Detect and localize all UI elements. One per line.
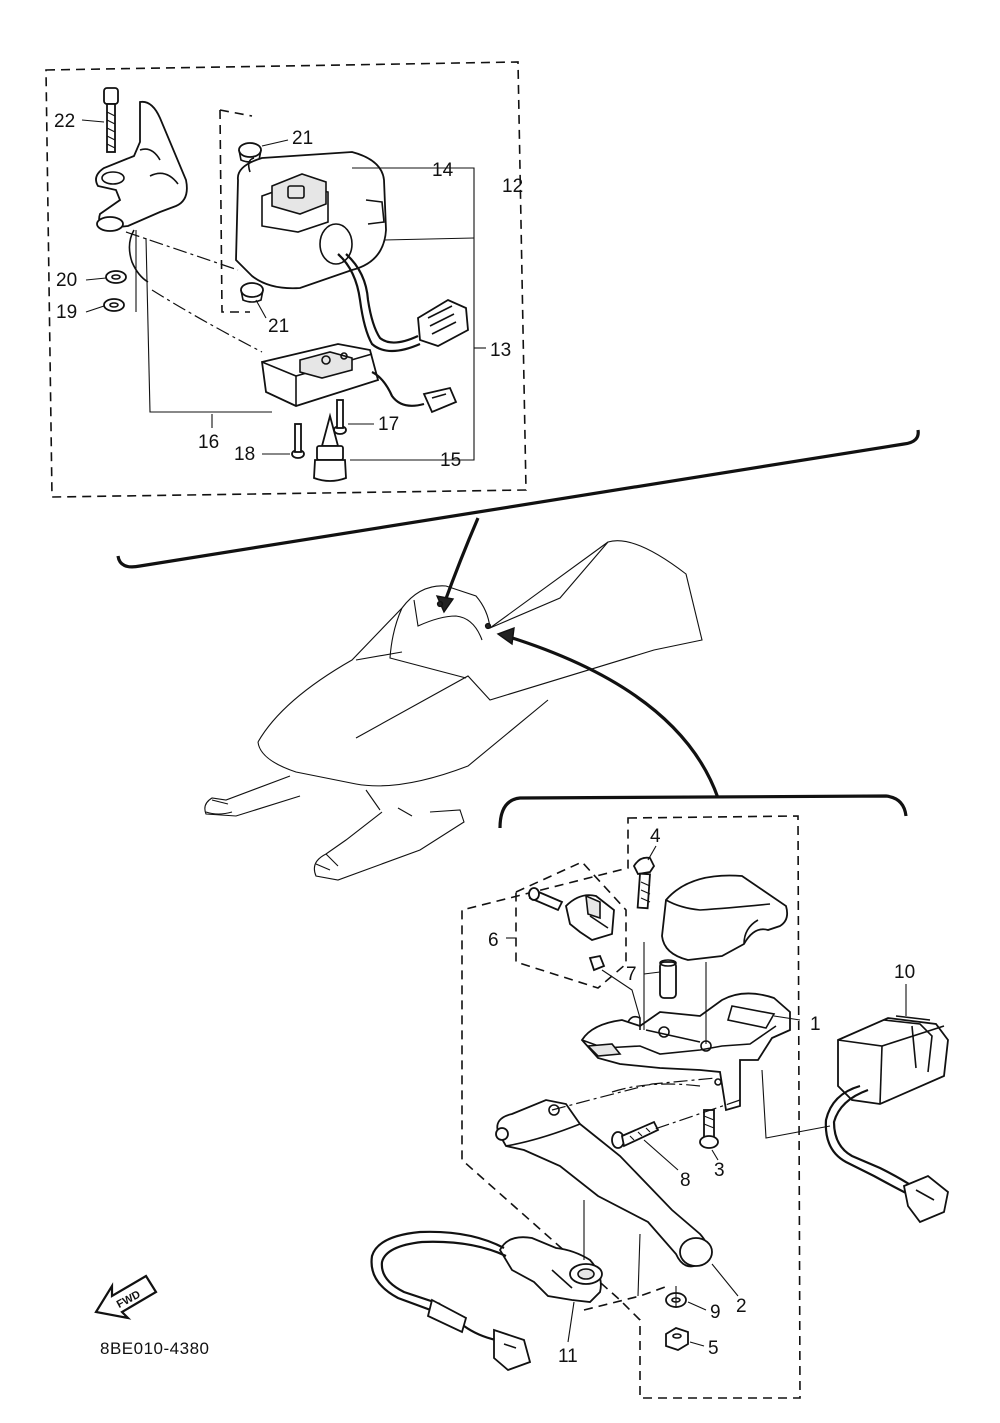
callout-5: 5 [708,1338,719,1359]
grommet-21-bottom [240,282,264,303]
screw-6a [528,887,564,912]
lower-assembly-group-box [461,815,801,1399]
lower-assembly [370,815,949,1399]
mount-bracket [95,100,188,283]
callout-4: 4 [650,826,661,847]
screw-15 [313,412,347,482]
nut-19 [103,298,125,312]
lever-bracket [580,992,791,1112]
callout-21-top: 21 [292,128,313,149]
nut-5 [665,1327,689,1351]
lever-cover [661,874,789,961]
callout-19: 19 [56,302,77,323]
callout-10: 10 [894,962,915,983]
callout-2: 2 [736,1296,747,1317]
callout-20: 20 [56,270,77,291]
drawing-code: 8BE010-4380 [100,1339,209,1358]
switch-plate-16 [261,343,380,407]
snowmobile-outline [204,540,703,881]
callout-12: 12 [502,176,523,197]
callout-15: 15 [440,450,461,471]
callout-7: 7 [626,964,637,985]
connector-lower-right [902,1174,949,1224]
locator-arrow-upper [442,517,480,605]
callout-8: 8 [680,1170,691,1191]
throttle-housing-14 [235,151,387,290]
screw-17 [333,399,347,435]
callout-3: 3 [714,1160,725,1181]
connector-small [422,386,458,414]
washer-20 [105,270,127,284]
callout-16: 16 [198,432,219,453]
callout-18: 18 [234,444,255,465]
upper-assembly-group-box [45,61,527,498]
sleeve-7 [659,959,677,999]
screw-3 [699,1109,719,1149]
connector-lower-left [426,1298,532,1372]
callout-13: 13 [490,340,511,361]
clamp-6 [565,894,615,941]
callout-6: 6 [488,930,499,951]
callout-11: 11 [558,1346,578,1367]
callout-17: 17 [378,414,399,435]
screw-8 [611,1120,660,1149]
switch-box-10 [837,1015,949,1105]
forward-direction-arrow: FWD [94,1274,158,1320]
screw-18 [291,423,305,459]
separator-lower [498,794,908,829]
callout-21-bottom: 21 [268,316,289,337]
callout-1: 1 [810,1014,821,1035]
callout-9: 9 [710,1302,721,1323]
throttle-lever-2 [495,1099,713,1268]
bolt-22 [103,87,119,153]
callout-14: 14 [432,160,454,181]
screw-4 [632,856,656,910]
connector-upper [417,298,469,347]
callout-22: 22 [54,111,75,132]
upper-assembly [45,61,527,498]
separator-upper [116,429,920,569]
switch-11 [498,1236,603,1303]
locator-arrow-lower [505,634,720,799]
